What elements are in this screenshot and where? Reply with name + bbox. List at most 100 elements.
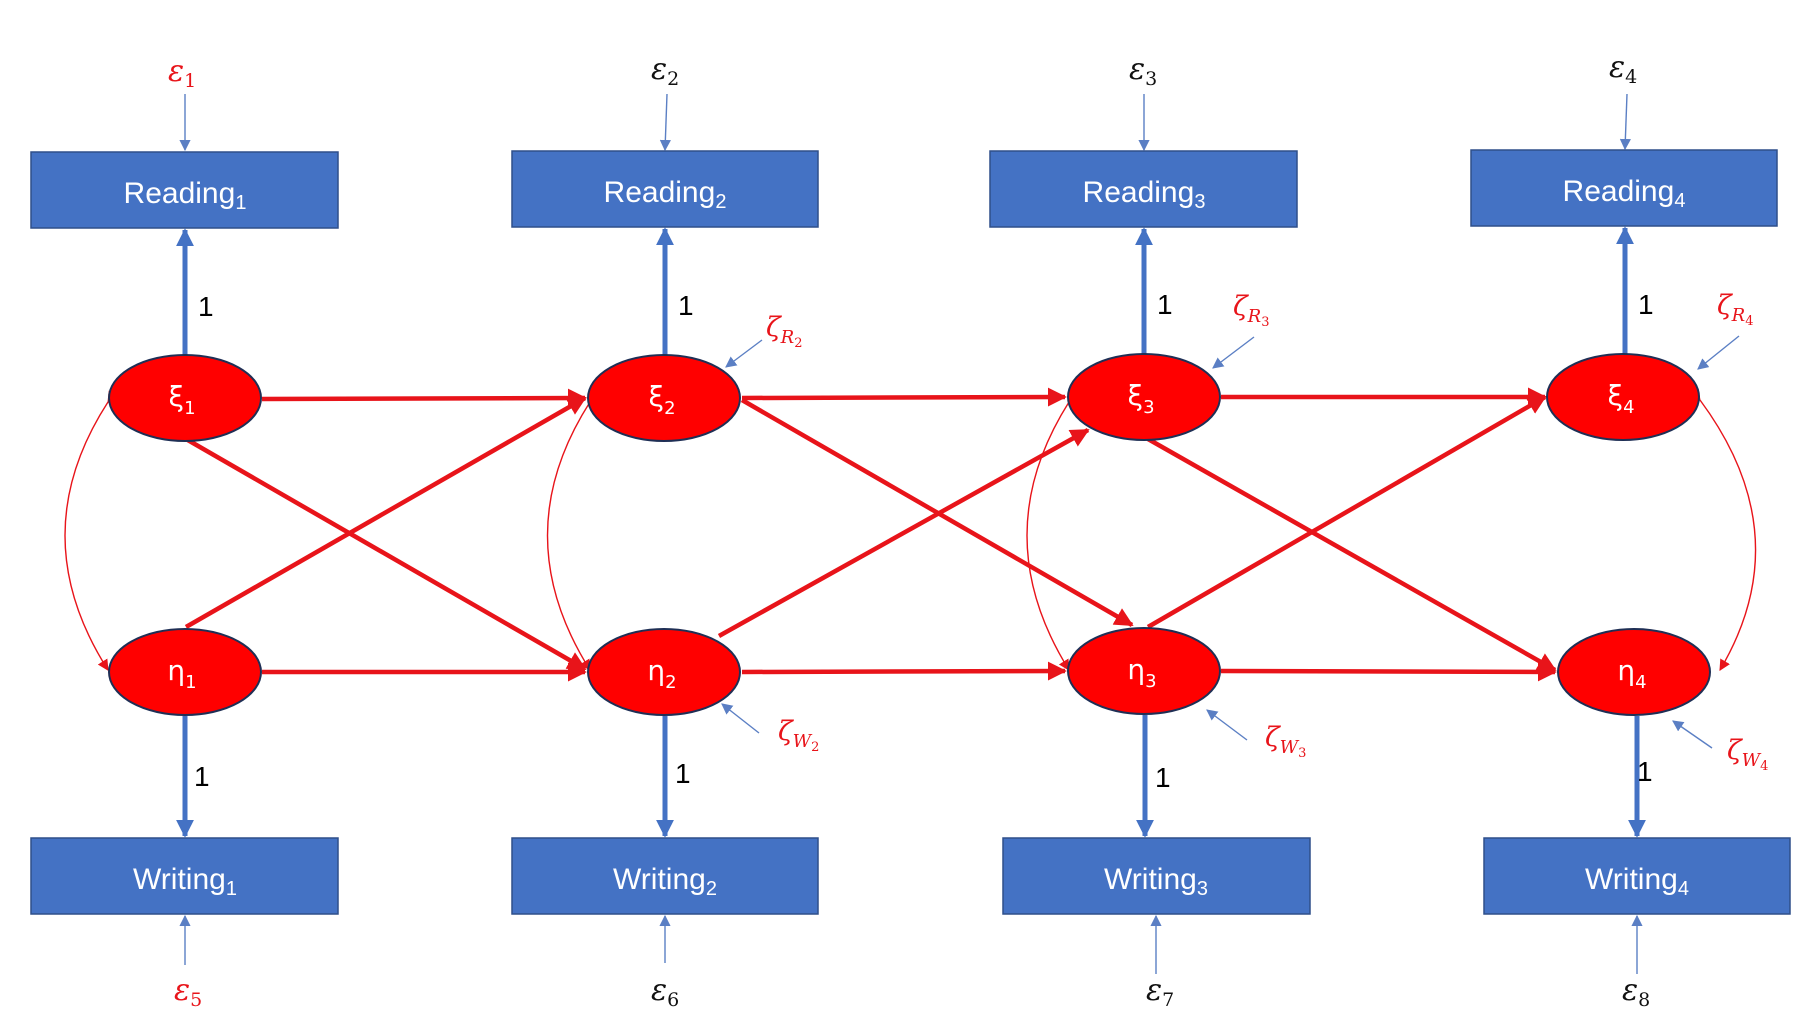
reading-sub-4: 4 [1674,190,1685,212]
error-label-1: ε1 [168,54,196,92]
disturbance-w2: ζW2 [778,716,819,755]
eta-sub-2: 2 [665,672,676,693]
reading-box-1 [30,151,339,229]
loading-label-r2: 1 [678,290,694,321]
writing-sub-4: 4 [1678,878,1689,900]
cov-xi1-eta1 [64,390,119,671]
loading-label-w2: 1 [675,758,691,789]
loading-label-r1: 1 [198,291,214,322]
svg-text:Writing2: Writing2 [613,863,717,900]
loading-label-w4: 1 [1637,756,1653,787]
writing-sub-2: 2 [706,878,717,900]
writing-label-1: Writing [133,863,226,896]
loading-labels: 1 1 1 1 1 1 1 1 [194,289,1654,793]
dist-arrow-r2 [725,339,763,368]
svg-text:η2: η2 [647,654,676,693]
disturbance-w4: ζW4 [1727,735,1768,774]
eta-sub-3: 3 [1145,671,1156,692]
reading-box-2 [511,150,819,228]
xi-label-3: ξ [1127,379,1143,412]
path-eta1-xi2 [184,396,587,629]
error-label-7: ε7 [1146,973,1174,1011]
cov-xi2-eta2 [546,390,601,671]
path-xi2-xi3 [741,387,1067,407]
xi-label-4: ξ [1607,379,1623,412]
latent-reading: ξ1 ξ2 ξ3 ξ4 [108,353,1700,442]
writing-boxes: Writing1 Writing2 Writing3 Writing4 [30,837,1791,915]
disturbance-w3: ζW3 [1265,722,1306,761]
eta-label-3: η [1127,653,1145,686]
dist-arrow-r4 [1697,335,1740,370]
dist-arrow-w3 [1206,709,1248,741]
disturbance-labels: ζR2 ζR3 ζR4 ζW2 ζW3 ζW4 [766,290,1768,774]
latent-eta-1 [108,628,262,716]
error-labels: ε1 ε2 ε3 ε4 ε5 ε6 ε7 ε8 [168,50,1650,1011]
writing-sub-3: 3 [1197,878,1208,900]
svg-text:Writing3: Writing3 [1104,863,1208,900]
svg-text:Writing1: Writing1 [133,863,237,900]
svg-text:ξ2: ξ2 [648,380,675,419]
svg-text:Reading1: Reading1 [124,177,247,214]
dist-arrow-w4 [1672,720,1713,749]
latent-eta-3 [1067,627,1221,715]
cov-xi4-eta4 [1689,388,1757,671]
path-eta2-eta3 [741,661,1067,681]
reading-sub-1: 1 [235,192,246,214]
latent-writing: η1 η2 η3 η4 [108,627,1711,716]
xi-sub-4: 4 [1623,397,1634,418]
eta-sub-4: 4 [1635,672,1646,693]
thin-arrows [179,93,1740,974]
latent-xi-3 [1067,353,1221,441]
svg-text:Writing4: Writing4 [1585,863,1689,900]
latent-xi-2 [587,354,741,442]
writing-box-3 [1002,837,1311,915]
error-label-5: ε5 [174,973,202,1011]
xi-sub-1: 1 [184,398,195,419]
reading-box-4 [1470,149,1778,227]
reading-label-2: Reading [604,176,716,209]
writing-label-4: Writing [1585,863,1678,896]
svg-text:ξ3: ξ3 [1127,379,1154,418]
loading-paths [176,226,1646,838]
loading-label-w1: 1 [194,761,210,792]
error-label-4: ε4 [1609,50,1637,88]
reading-label-3: Reading [1083,176,1195,209]
svg-text:η4: η4 [1617,654,1646,693]
latent-xi-1 [108,354,262,442]
svg-text:η3: η3 [1127,653,1156,692]
latent-xi-4 [1546,353,1700,441]
reading-sub-3: 3 [1194,191,1205,213]
err-arrow-4 [1619,93,1631,151]
structural-paths [184,387,1557,682]
writing-sub-1: 1 [226,878,237,900]
dist-arrow-w2 [721,703,760,734]
cov-xi3-eta3 [1026,390,1080,671]
xi-sub-3: 3 [1143,397,1154,418]
error-label-2: ε2 [651,52,679,90]
dist-arrow-r3 [1212,336,1255,369]
svg-text:Reading4: Reading4 [1563,175,1686,212]
reading-sub-2: 2 [715,191,726,213]
eta-label-1: η [167,654,185,687]
latent-eta-4 [1557,628,1711,716]
reading-box-3 [989,150,1298,228]
reading-boxes: Reading1 Reading2 Reading3 Reading4 [30,149,1778,229]
disturbance-r2: ζR2 [766,312,802,351]
path-eta3-eta4 [1220,662,1557,682]
latent-eta-2 [587,628,741,716]
reading-label-1: Reading [124,177,236,210]
eta-label-4: η [1617,654,1635,687]
svg-text:ξ1: ξ1 [168,380,195,419]
svg-text:η1: η1 [167,654,196,693]
writing-box-1 [30,837,339,915]
writing-box-4 [1483,837,1791,915]
path-xi3-eta4 [1146,437,1557,672]
loading-label-r3: 1 [1157,289,1173,320]
error-label-8: ε8 [1622,973,1650,1011]
svg-text:Reading2: Reading2 [604,176,727,213]
path-xi1-xi2 [261,388,587,408]
xi-label-1: ξ [168,380,184,413]
err-arrow-2 [659,93,671,152]
writing-label-2: Writing [613,863,706,896]
